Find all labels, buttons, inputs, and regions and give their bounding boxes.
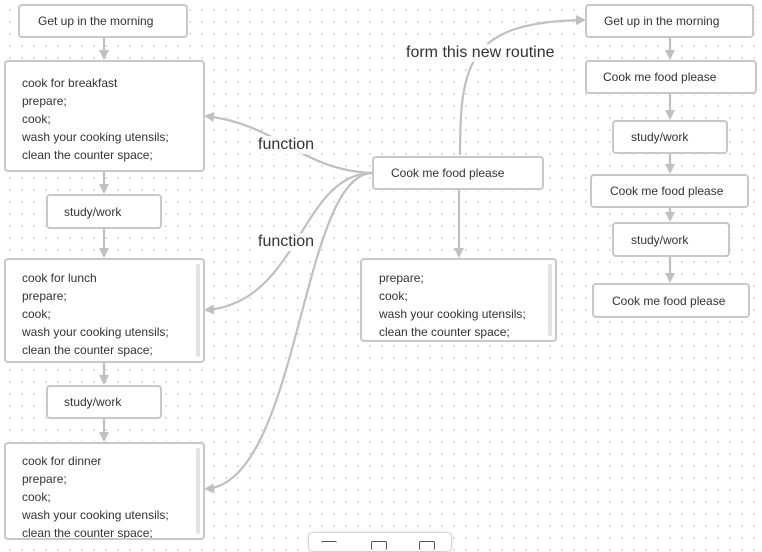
node-label: Cook me food please (391, 166, 505, 180)
node-line: prepare; (22, 94, 67, 108)
node-right-cook-1[interactable]: Cook me food please (585, 60, 757, 94)
doc-icon[interactable] (419, 541, 435, 550)
edge-routine (458, 15, 586, 156)
node-label: study/work (631, 130, 689, 144)
node-left-study-2[interactable]: study/work (46, 385, 162, 419)
node-dinner[interactable]: cook for dinner prepare; cook; wash your… (4, 442, 205, 540)
node-line: cook; (22, 307, 51, 321)
node-line: wash your cooking utensils; (379, 307, 526, 321)
node-scrollbar[interactable] (548, 264, 552, 336)
node-line: clean the counter space; (22, 526, 153, 540)
node-line: cook; (22, 112, 51, 126)
node-line: clean the counter space; (22, 343, 153, 357)
node-label: Cook me food please (612, 293, 726, 308)
node-function[interactable]: Cook me food please (372, 156, 544, 190)
node-line: wash your cooking utensils; (22, 130, 169, 144)
node-line: prepare; (22, 289, 67, 303)
node-scrollbar[interactable] (196, 448, 200, 534)
node-label: study/work (631, 232, 689, 247)
bottom-toolbar[interactable] (308, 532, 452, 552)
node-left-study-1[interactable]: study/work (46, 194, 162, 229)
node-line: cook for lunch (22, 271, 97, 285)
node-line: cook; (22, 490, 51, 504)
node-lunch[interactable]: cook for lunch prepare; cook; wash your … (4, 258, 205, 363)
node-label: Get up in the morning (604, 14, 720, 28)
node-right-cook-2[interactable]: Cook me food please (590, 174, 749, 208)
node-right-study-1[interactable]: study/work (612, 120, 728, 154)
edge-label-routine: form this new routine (404, 44, 557, 62)
edge-label-function-top: function (256, 136, 317, 154)
node-function-body[interactable]: prepare; cook; wash your cooking utensil… (360, 258, 557, 342)
node-line: cook for dinner (22, 454, 102, 468)
node-scrollbar[interactable] (196, 264, 200, 357)
doc-icon[interactable] (371, 541, 387, 550)
node-line: wash your cooking utensils; (22, 325, 169, 339)
node-label: study/work (64, 204, 122, 219)
edge-label-function-bottom: function (256, 233, 317, 251)
node-line: clean the counter space; (379, 325, 510, 339)
node-right-wake[interactable]: Get up in the morning (585, 4, 754, 38)
node-line: prepare; (22, 472, 67, 486)
node-label: Cook me food please (610, 184, 724, 198)
node-left-wake[interactable]: Get up in the morning (18, 4, 188, 38)
node-right-study-2[interactable]: study/work (612, 222, 730, 257)
node-breakfast[interactable]: cook for breakfast prepare; cook; wash y… (4, 60, 205, 172)
node-label: Get up in the morning (38, 14, 154, 28)
node-line: wash your cooking utensils; (22, 508, 169, 522)
node-line: prepare; (379, 271, 424, 285)
node-line: clean the counter space; (22, 148, 153, 162)
node-label: Cook me food please (603, 70, 717, 84)
edge-function-dinner (204, 171, 373, 494)
node-line: cook for breakfast (22, 76, 118, 90)
node-right-cook-3[interactable]: Cook me food please (592, 283, 750, 318)
list-icon[interactable] (321, 541, 337, 548)
node-line: cook; (379, 289, 408, 303)
node-label: study/work (64, 395, 122, 409)
